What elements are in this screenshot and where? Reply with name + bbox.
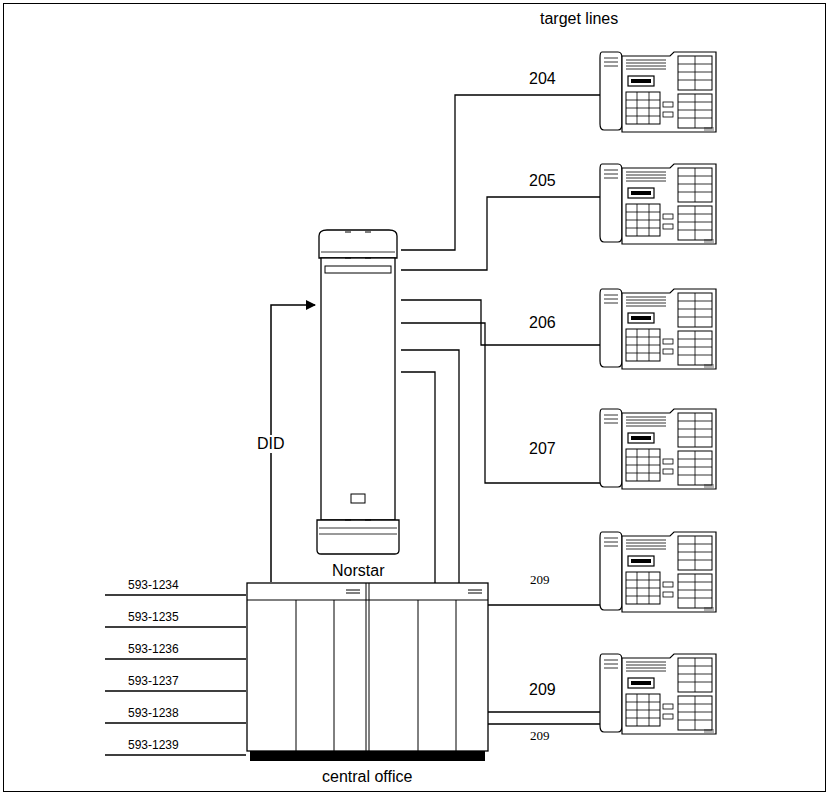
phone-number: 593-1236 [128,642,179,656]
phone-number: 593-1235 [128,610,179,624]
trunk-lines [105,595,246,755]
extension-number: 209 [529,681,556,699]
node-label: central office [322,768,412,786]
frame [4,4,826,792]
phone-number: 593-1234 [128,578,179,592]
extension-number: 209 [530,728,550,744]
phone-number: 593-1239 [128,738,179,752]
central-office: central office [246,582,489,762]
edge-label: DID [255,435,287,453]
phone-number: 593-1237 [128,674,179,688]
heading-label: target lines [540,10,618,28]
central-office-outline [246,582,489,762]
norstar-switch: Norstar [315,228,401,556]
extension-number: 206 [529,314,556,332]
node-label: Norstar [332,562,384,580]
extension-number: 207 [529,440,556,458]
extension-number: 205 [529,172,556,190]
norstar-switch-outline [315,228,401,556]
phone-number: 593-1238 [128,706,179,720]
extension-number: 209 [530,572,550,588]
extension-number: 204 [529,70,556,88]
